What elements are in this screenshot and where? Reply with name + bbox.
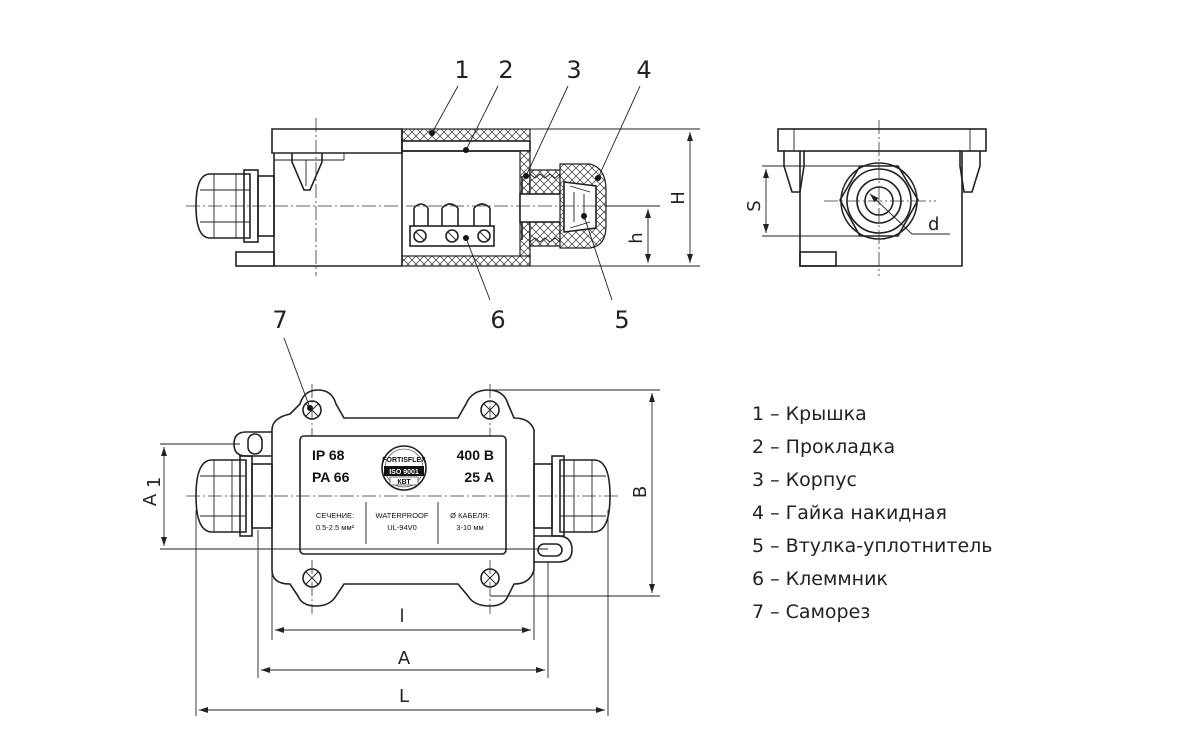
legend-item-4: 4 – Гайка накидная — [752, 502, 947, 524]
seal-iso: ISO 9001 — [389, 469, 419, 476]
legend-item-7: 7 – Саморез — [752, 601, 870, 623]
label-section-title: СЕЧЕНИЕ: — [316, 511, 354, 520]
callout-6: 6 — [490, 306, 505, 334]
legend-item-1: 1 – Крышка — [752, 403, 867, 425]
label-cable-title: Ø КАБЕЛЯ: — [450, 511, 490, 520]
dim-A-label: A — [398, 648, 411, 669]
label-ul: UL-94V0 — [387, 523, 417, 532]
dim-h-label: h — [626, 232, 647, 243]
callout-7: 7 — [272, 306, 287, 334]
label-section-value: 0.5-2.5 мм² — [316, 523, 355, 532]
dim-A1-main: A — [140, 493, 161, 506]
dim-S-label: S — [744, 200, 765, 211]
legend-item-5: 5 – Втулка-уплотнитель — [752, 535, 993, 557]
legend-item-2: 2 – Прокладка — [752, 436, 895, 458]
seal-kvt: КВТ — [397, 479, 411, 486]
cover-section — [401, 128, 531, 142]
callout-3: 3 — [566, 56, 581, 84]
terminal-block — [409, 203, 495, 247]
label-current: 25 А — [464, 469, 494, 485]
label-plate — [299, 435, 507, 555]
dim-A1-sub: 1 — [144, 477, 165, 488]
seal-brand: FORTISFLEX — [382, 457, 426, 464]
callout-1: 1 — [454, 56, 469, 84]
seal-bushing-section — [563, 181, 597, 233]
dim-L-label: L — [399, 686, 409, 707]
dim-A1-label: A 1 — [140, 477, 165, 507]
callout-5: 5 — [614, 306, 629, 334]
legend-item-6: 6 – Клеммник — [752, 568, 888, 590]
parts-legend: 1 – Крышка 2 – Прокладка 3 – Корпус 4 – … — [752, 403, 993, 623]
end-view — [762, 120, 987, 276]
label-cable-value: 3-10 мм — [456, 523, 483, 532]
label-voltage: 400 В — [457, 447, 494, 463]
side-section-view — [186, 85, 700, 301]
label-waterproof: WATERPROOF — [376, 511, 429, 520]
callout-2: 2 — [498, 56, 513, 84]
left-gland — [195, 169, 275, 267]
label-pa: PA 66 — [312, 469, 350, 485]
label-ip: IP 68 — [312, 447, 345, 463]
body-section — [401, 255, 531, 267]
top-view — [160, 337, 660, 716]
dim-B-label: B — [630, 486, 651, 498]
screws — [302, 400, 500, 588]
dim-l-label: l — [399, 606, 404, 627]
dim-H-label: H — [668, 191, 689, 205]
dim-d-label: d — [928, 214, 939, 235]
iso-seal — [381, 445, 427, 491]
callout-4: 4 — [636, 56, 651, 84]
legend-item-3: 3 – Корпус — [752, 469, 857, 491]
